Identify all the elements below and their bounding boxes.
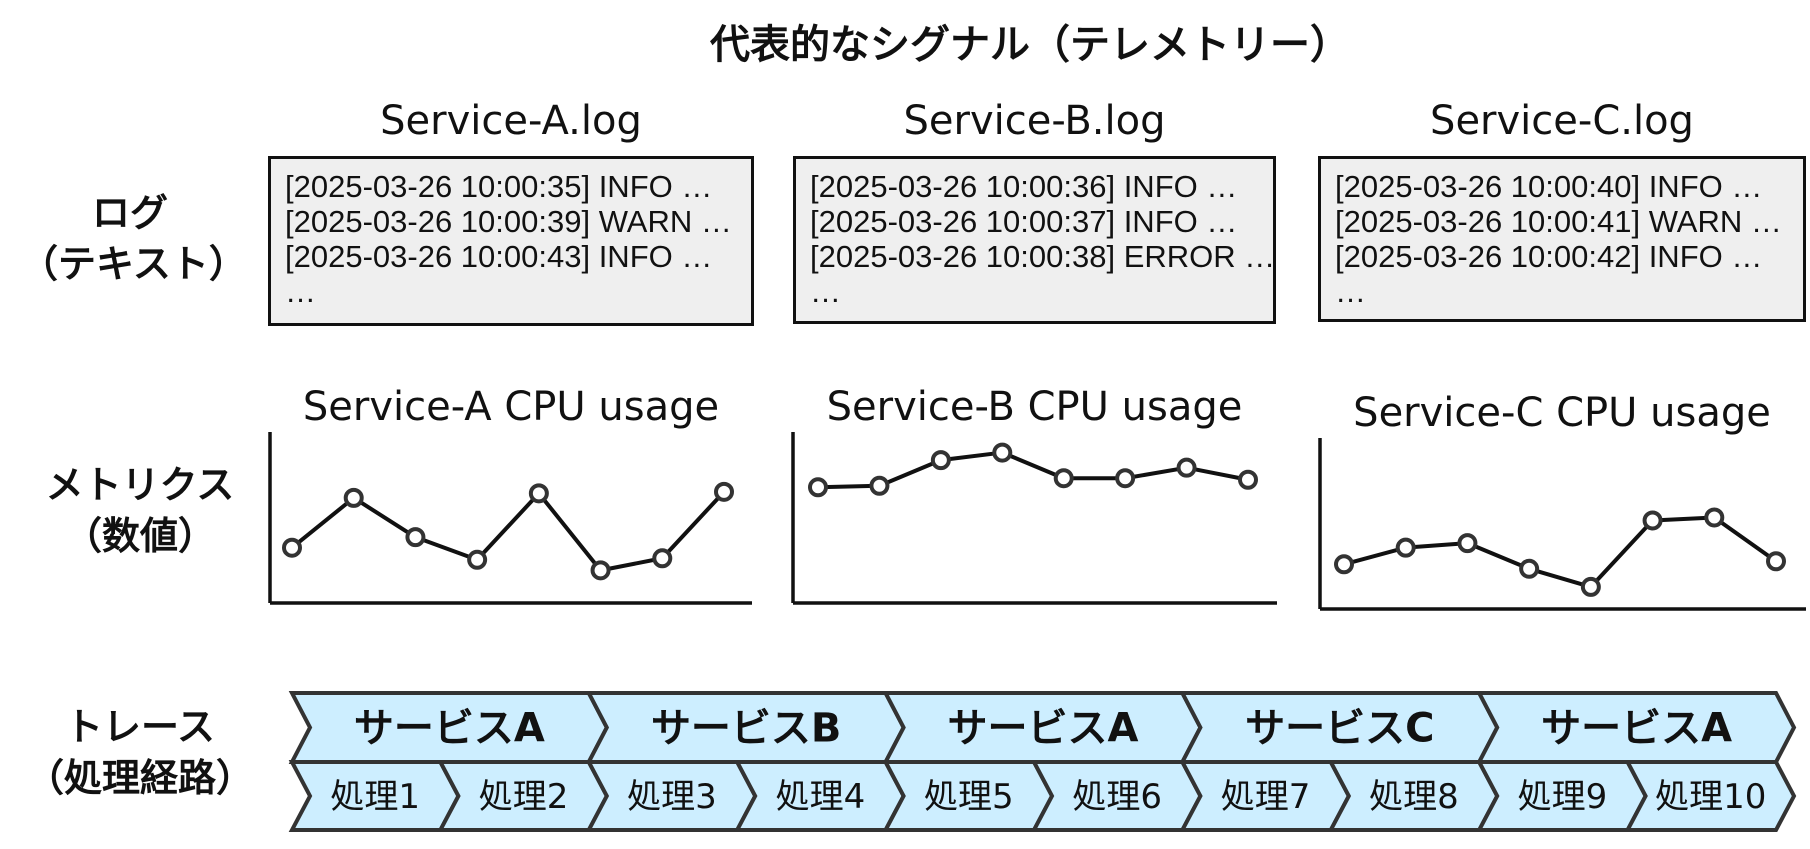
data-point <box>1457 533 1478 554</box>
data-point <box>1053 468 1074 489</box>
data-point <box>992 442 1013 463</box>
data-point <box>1704 507 1725 528</box>
series-line-a <box>290 490 726 573</box>
data-point <box>528 483 549 504</box>
data-point <box>343 487 364 508</box>
data-point <box>467 549 488 570</box>
data-point <box>1176 457 1197 478</box>
row-label-logs-line1: ログ <box>91 191 168 235</box>
data-point <box>405 527 426 548</box>
trace-step-label: 処理3 <box>627 777 717 817</box>
log-file-title-c: Service-C.log <box>1430 98 1694 144</box>
log-box-a: [2025-03-26 10:00:35] INFO … [2025-03-26… <box>268 156 754 326</box>
trace-step-label: 処理1 <box>330 777 420 817</box>
log-line: … <box>1335 274 1366 309</box>
trace-step-label: 処理5 <box>924 777 1014 817</box>
log-line: [2025-03-26 10:00:38] ERROR … <box>810 239 1276 274</box>
log-line: [2025-03-26 10:00:42] INFO … <box>1335 239 1763 274</box>
data-point <box>1580 576 1601 597</box>
log-file-title-b: Service-B.log <box>903 98 1166 144</box>
log-line: [2025-03-26 10:00:43] INFO … <box>285 239 713 274</box>
log-line: [2025-03-26 10:00:36] INFO … <box>810 169 1238 204</box>
trace-step-label: 処理10 <box>1655 777 1766 817</box>
log-line: … <box>810 274 841 309</box>
trace-step-label: 処理6 <box>1072 777 1162 817</box>
log-line: [2025-03-26 10:00:37] INFO … <box>810 204 1238 239</box>
trace-step-label: 処理4 <box>776 777 866 817</box>
data-point <box>714 481 734 502</box>
trace-step-label: 処理8 <box>1369 777 1459 817</box>
trace-service-label: サービスA <box>948 706 1139 752</box>
data-point <box>869 475 890 496</box>
trace-service-label: サービスA <box>1541 706 1732 752</box>
trace-service-label: サービスB <box>651 706 842 752</box>
data-point <box>1334 554 1354 575</box>
row-label-traces: トレース （処理経路） <box>20 702 260 805</box>
log-line: … <box>285 274 316 309</box>
data-point <box>1238 469 1258 490</box>
series-line-c <box>1343 515 1778 589</box>
data-point <box>1395 537 1416 558</box>
data-point <box>1115 468 1136 489</box>
data-point <box>1519 558 1540 579</box>
row-label-traces-line1: トレース <box>64 705 216 749</box>
row-label-traces-line2: （処理経路） <box>25 756 254 801</box>
trace-service-label: サービスC <box>1245 706 1434 752</box>
series-line-b <box>817 450 1249 490</box>
metric-title-a: Service-A CPU usage <box>302 384 720 430</box>
log-line: [2025-03-26 10:00:41] WARN … <box>1335 204 1782 239</box>
row-label-metrics-line1: メトリクス <box>45 463 235 507</box>
data-point <box>1642 510 1663 531</box>
metric-title-c: Service-C CPU usage <box>1353 390 1771 436</box>
log-file-title-a: Service-A.log <box>380 98 642 144</box>
trace-span-step <box>1624 760 1797 832</box>
log-line: [2025-03-26 10:00:39] WARN … <box>285 204 732 239</box>
data-point <box>590 560 611 581</box>
trace-step-label: 処理9 <box>1518 777 1608 817</box>
diagram-title: 代表的なシグナル（テレメトリー） <box>710 22 1350 68</box>
data-point <box>930 450 951 471</box>
data-point <box>808 477 828 498</box>
trace-step-label: 処理2 <box>479 777 569 817</box>
trace-service-label: サービスA <box>354 706 545 752</box>
log-box-c: [2025-03-26 10:00:40] INFO … [2025-03-26… <box>1318 156 1806 322</box>
data-point <box>1766 551 1786 572</box>
data-point <box>282 537 302 558</box>
log-line: [2025-03-26 10:00:35] INFO … <box>285 169 713 204</box>
data-point <box>652 548 673 569</box>
trace-step-label: 処理7 <box>1221 777 1311 817</box>
row-label-logs-line2: （テキスト） <box>20 242 247 287</box>
log-box-b: [2025-03-26 10:00:36] INFO … [2025-03-26… <box>793 156 1276 324</box>
row-label-metrics-line2: （数値） <box>63 514 216 559</box>
row-label-logs: ログ （テキスト） <box>20 188 247 291</box>
metric-title-b: Service-B CPU usage <box>826 384 1243 430</box>
log-line: [2025-03-26 10:00:40] INFO … <box>1335 169 1763 204</box>
row-label-metrics: メトリクス （数値） <box>20 460 260 563</box>
